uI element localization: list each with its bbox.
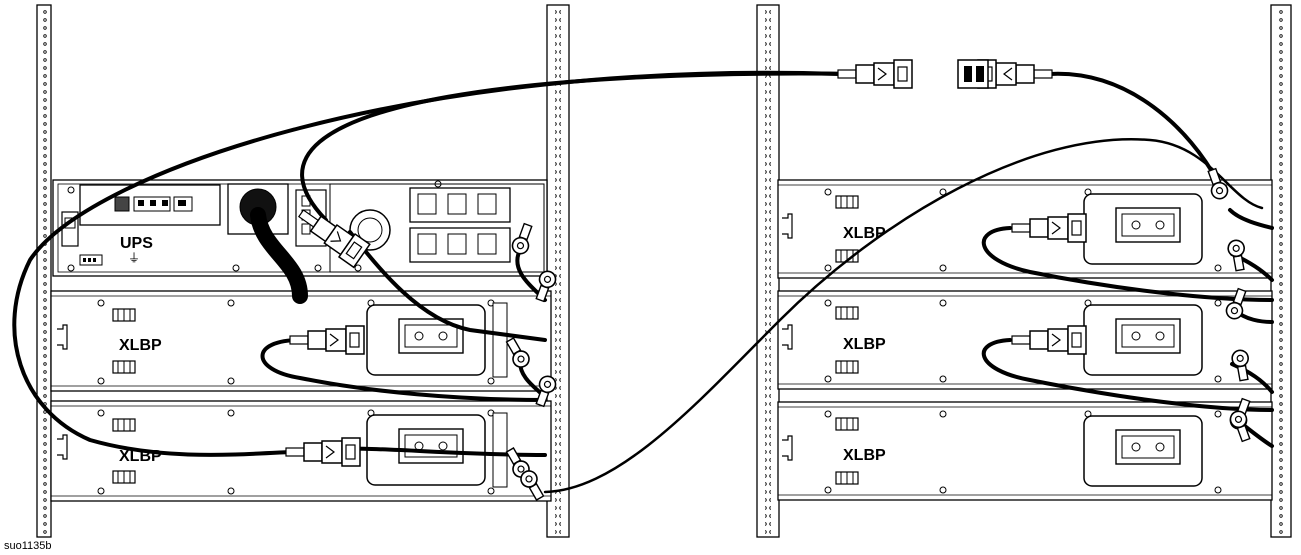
xlbp-right-3-label: XLBP <box>843 447 886 464</box>
xlbp-right-1: XLBP <box>777 179 1273 279</box>
rack-rail-right-1 <box>756 4 780 538</box>
xlbp-right-3: XLBP <box>777 401 1273 501</box>
connector-top-left <box>837 59 913 89</box>
xlbp-left-1-label: XLBP <box>119 337 162 354</box>
xlbp-right-2-label: XLBP <box>843 336 886 353</box>
rack-rail-left-1 <box>36 4 52 538</box>
xlbp-right-2: XLBP <box>777 290 1273 390</box>
ups-unit: ⏚ UPS <box>52 179 548 277</box>
xlbp-right-1-label: XLBP <box>843 225 886 242</box>
figure-id: suo1135b <box>4 540 52 552</box>
ups-label: UPS <box>120 235 153 252</box>
connector-top-right <box>957 59 1053 89</box>
svg-text:⏚: ⏚ <box>128 251 140 265</box>
xlbp-left-1: XLBP <box>50 290 552 392</box>
rack-rail-right-2 <box>1270 4 1292 538</box>
rack-rail-left-2 <box>546 4 570 538</box>
battery-cables <box>12 70 1274 494</box>
